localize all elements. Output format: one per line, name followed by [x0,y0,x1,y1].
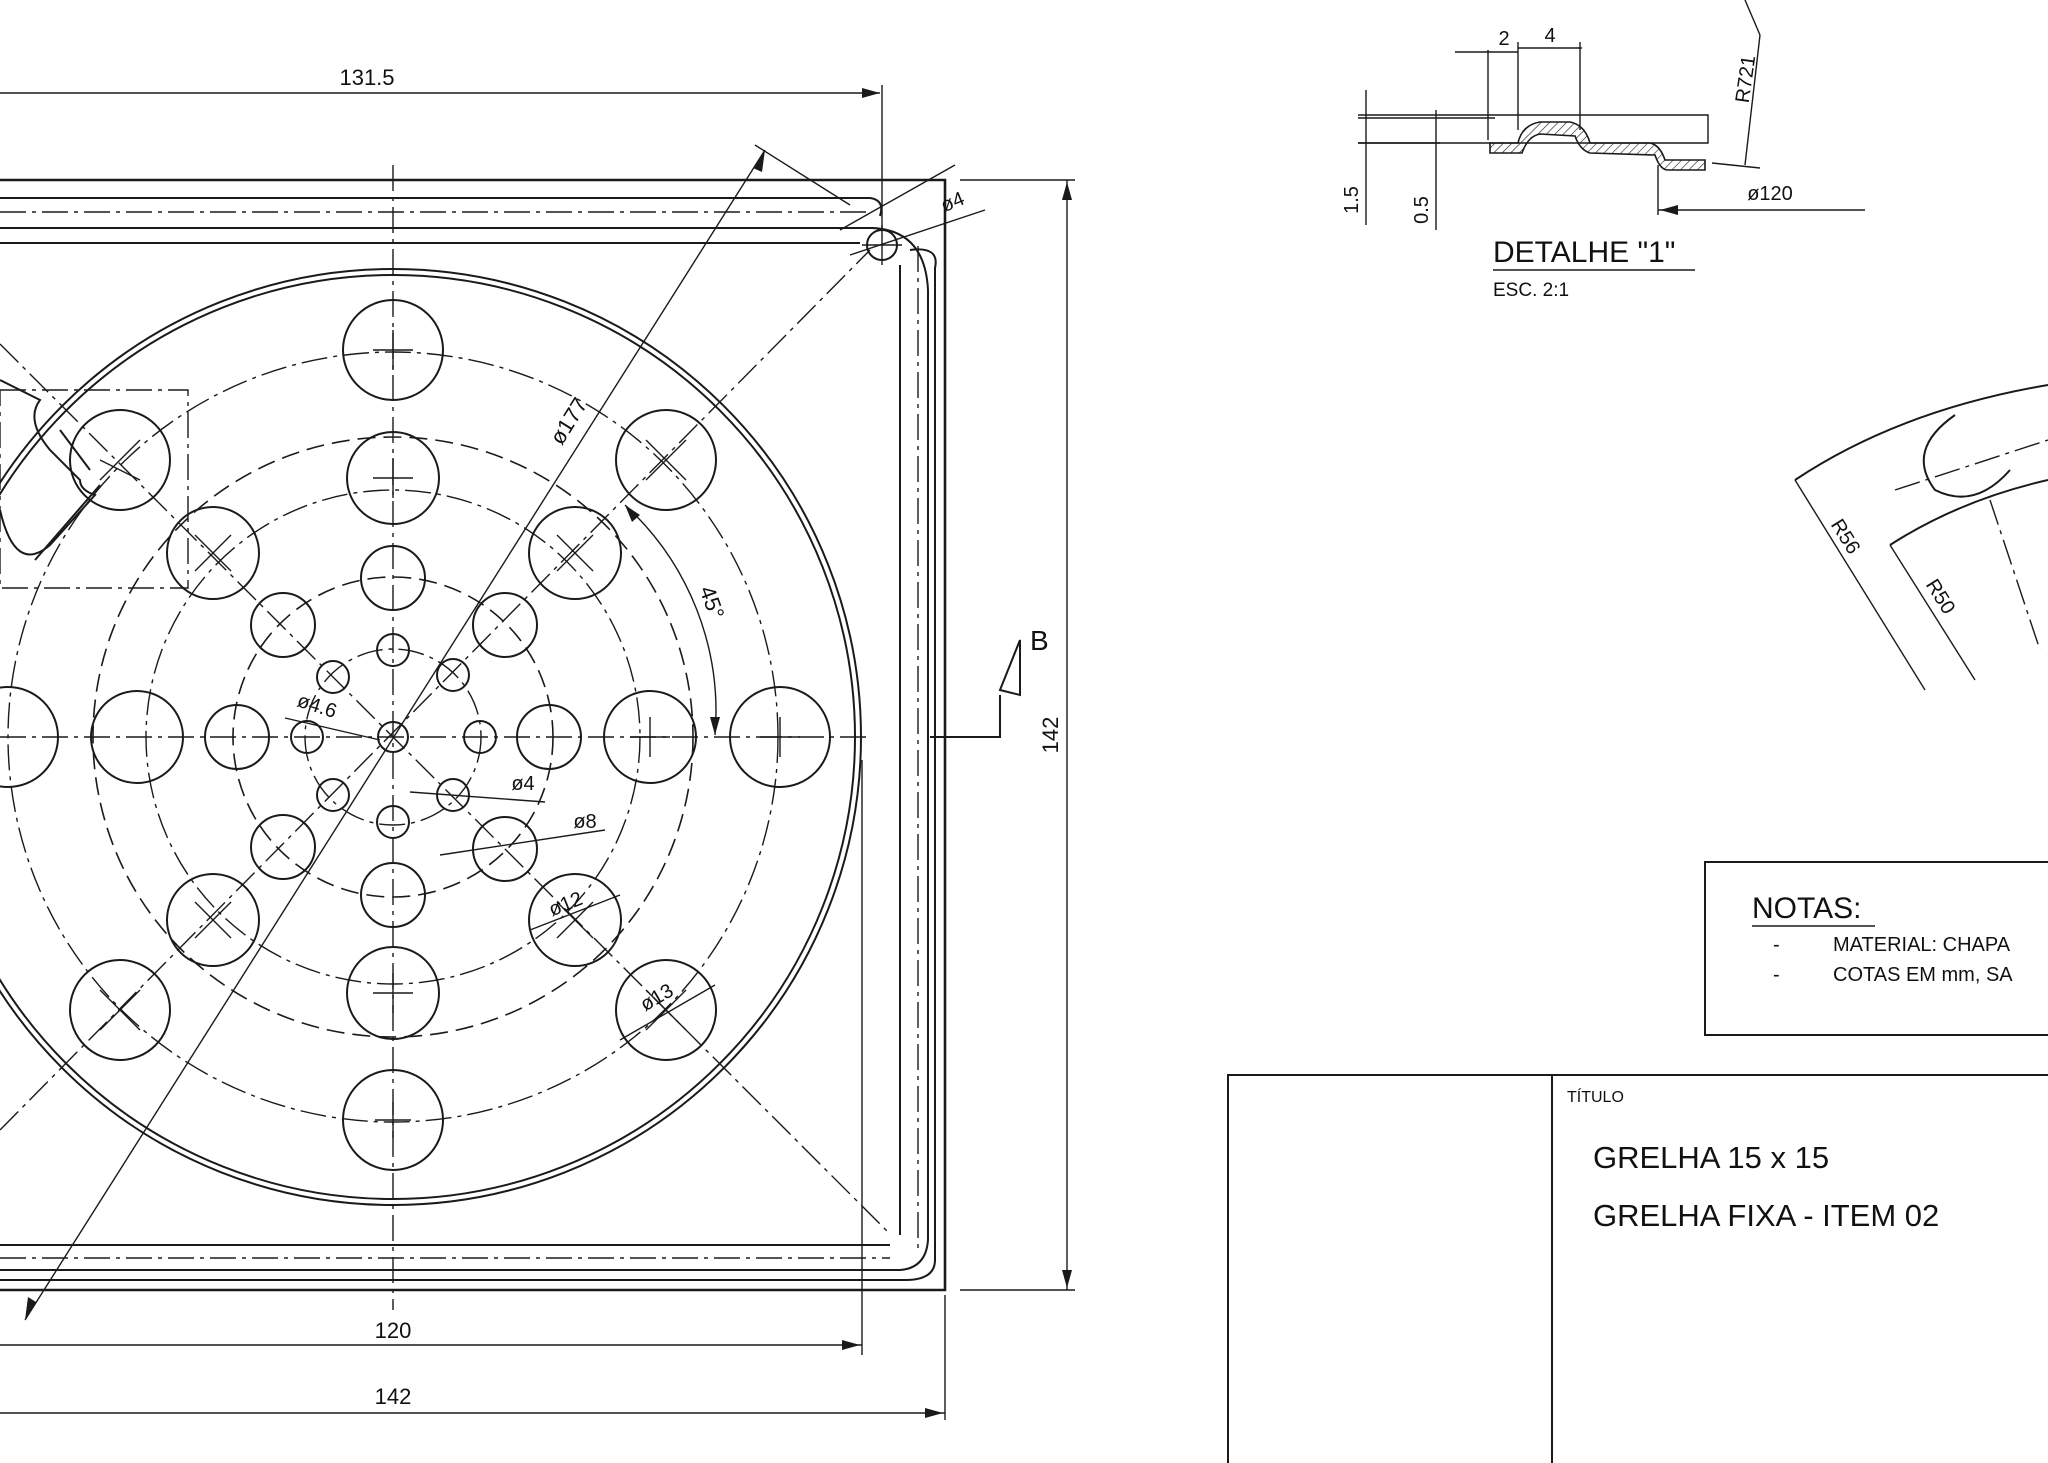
hole [729,686,831,788]
detail-2-dim-r56: R56 [1826,515,1864,558]
title-line-2: GRELHA FIXA - ITEM 02 [1593,1198,1939,1233]
grate-inner-edge [0,227,929,1271]
detail-1-dim-r721: R721 [1732,54,1760,104]
grate-plan-view [0,165,947,1310]
dim-d4-6: ø4.6 [294,690,339,723]
slot-feature-inner [34,429,101,561]
detail-1-section-profile [1489,121,1706,171]
hole [376,805,410,839]
section-b-label: B [1030,625,1049,656]
hole [290,720,324,754]
detail-1-dim-0-5: 0.5 [1411,196,1433,224]
hole [69,409,171,511]
slot-feature [0,379,97,556]
hole [166,506,260,600]
hole [69,959,171,1061]
hole [346,431,440,525]
hole [166,873,260,967]
hole [90,690,184,784]
hole [316,778,350,812]
hole-center-marks [99,330,800,1138]
hole [615,409,717,511]
section-b-marker [930,639,1021,738]
note-bullet-2: - [1773,964,1780,986]
detail-1-dim-4: 4 [1544,25,1555,47]
hole [528,873,622,967]
hole [516,704,582,770]
detail-2-centerline [1894,439,2048,651]
hole [204,704,270,770]
hole [360,545,426,611]
title-block: TÍTULO GRELHA 15 x 15 GRELHA FIXA - ITEM… [1227,1074,2048,1463]
dim-142-side: 142 [1038,717,1063,754]
dim-d8: ø8 [573,811,596,833]
dimension-annotations: 131.5 142 120 142 ø177 45° ø4 [0,65,1075,1420]
hole [316,660,350,694]
title-label: TÍTULO [1567,1087,1624,1106]
hole [376,633,410,667]
detail-1-view: 2 4 1.5 0.5 R721 ø120 DETALHE "1" ESC. 2… [1341,0,1865,301]
grate-rim-outer [0,197,937,1281]
notes-box: NOTAS: - MATERIAL: CHAPA - COTAS EM mm, … [1704,861,2048,1036]
dim-d4-hole: ø4 [511,773,534,795]
hole-pattern [0,299,831,1171]
hole [360,862,426,928]
dim-142-bottom: 142 [375,1384,412,1409]
dim-d177: ø177 [545,393,593,449]
grate-outer-edge [0,178,947,1292]
hole [342,1069,444,1171]
hole [250,814,316,880]
detail-2-callout-box [0,389,189,589]
detail-1-title: DETALHE "1" [1493,236,1675,269]
hole [377,721,409,753]
hole [463,720,497,754]
grate-rim-inner [0,242,901,1246]
detail-1-dim-2: 2 [1498,28,1509,50]
hole [472,816,538,882]
dim-d4-corner: ø4 [938,188,968,217]
note-text-1: MATERIAL: CHAPA [1833,934,2011,956]
hole [615,959,717,1061]
hole [250,592,316,658]
note-text-2: COTAS EM mm, SA [1833,964,2013,986]
detail-1-dim-d120: ø120 [1747,183,1793,205]
hole [472,592,538,658]
hole [0,686,59,788]
hole [342,299,444,401]
detail-1-dim-1-5: 1.5 [1341,186,1363,214]
notes-heading: NOTAS: [1752,892,1861,925]
detail-1-scale: ESC. 2:1 [1493,280,1569,301]
diagonal-centerline-2 [0,249,871,1131]
hole [436,778,470,812]
grate-fold-centerline [0,211,919,1259]
detail-2-inner-arc [1889,479,2048,546]
dim-120: 120 [375,1318,412,1343]
hole [603,690,697,784]
detail-2-outer-arc [1794,384,2048,481]
hole [436,658,470,692]
detail-2-slot-end [1922,414,2011,498]
note-bullet-1: - [1773,934,1780,956]
hole [528,506,622,600]
dim-131-5: 131.5 [339,65,394,90]
title-line-1: GRELHA 15 x 15 [1593,1140,1829,1175]
hole [346,946,440,1040]
detail-2-dim-r50: R50 [1921,575,1959,618]
detail-2-view: R56 R50 [1794,384,2048,691]
